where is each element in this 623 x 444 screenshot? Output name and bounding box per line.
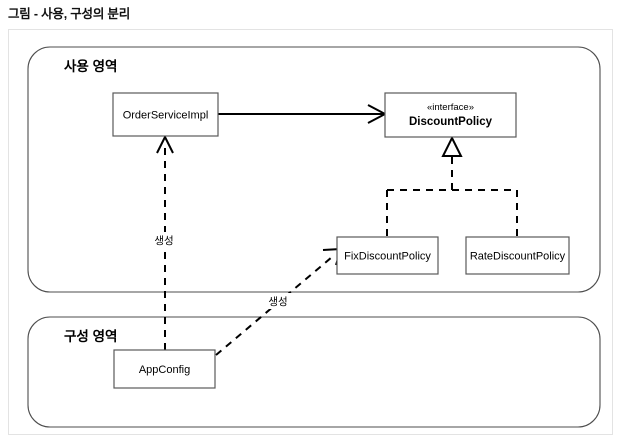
node-discount-policy[interactable]: «interface» DiscountPolicy — [384, 92, 517, 138]
create-order-service-arrowhead — [156, 134, 174, 154]
app-config-label: AppConfig — [139, 364, 190, 376]
order-service-impl-box[interactable] — [112, 92, 219, 137]
create-label-1: 생성 — [154, 235, 173, 247]
node-app-config[interactable]: AppConfig — [113, 349, 216, 389]
app-config-box[interactable] — [113, 349, 216, 389]
fix-discount-policy-label: FixDiscountPolicy — [344, 251, 431, 263]
node-rate-discount-policy[interactable]: RateDiscountPolicy — [465, 236, 570, 275]
config-region-box — [27, 316, 601, 428]
config-region-label: 구성 영역 — [64, 328, 117, 344]
realization-tree — [386, 135, 518, 237]
rate-discount-policy-box[interactable] — [465, 236, 570, 275]
create-label-1-bg — [143, 232, 185, 248]
usage-region-label: 사용 영역 — [64, 58, 117, 74]
create-fix-policy-edge: 생성 — [215, 247, 343, 356]
node-order-service-impl[interactable]: OrderServiceImpl — [112, 92, 219, 137]
fix-discount-policy-box[interactable] — [336, 236, 439, 275]
realize-hollow-triangle-arrowhead — [441, 135, 463, 157]
node-fix-discount-policy[interactable]: FixDiscountPolicy — [336, 236, 439, 275]
create-label-2: 생성 — [268, 296, 287, 308]
config-region: 구성 영역 — [27, 316, 601, 428]
discount-policy-label: DiscountPolicy — [409, 116, 493, 128]
rate-discount-policy-label: RateDiscountPolicy — [470, 251, 566, 263]
create-order-service-edge: 생성 — [143, 134, 185, 350]
page-title: 그림 - 사용, 구성의 분리 — [8, 7, 131, 21]
discount-policy-stereotype: «interface» — [427, 102, 474, 113]
discount-policy-box[interactable] — [384, 92, 517, 138]
create-label-2-bg — [257, 293, 299, 309]
order-service-impl-label: OrderServiceImpl — [123, 110, 209, 122]
